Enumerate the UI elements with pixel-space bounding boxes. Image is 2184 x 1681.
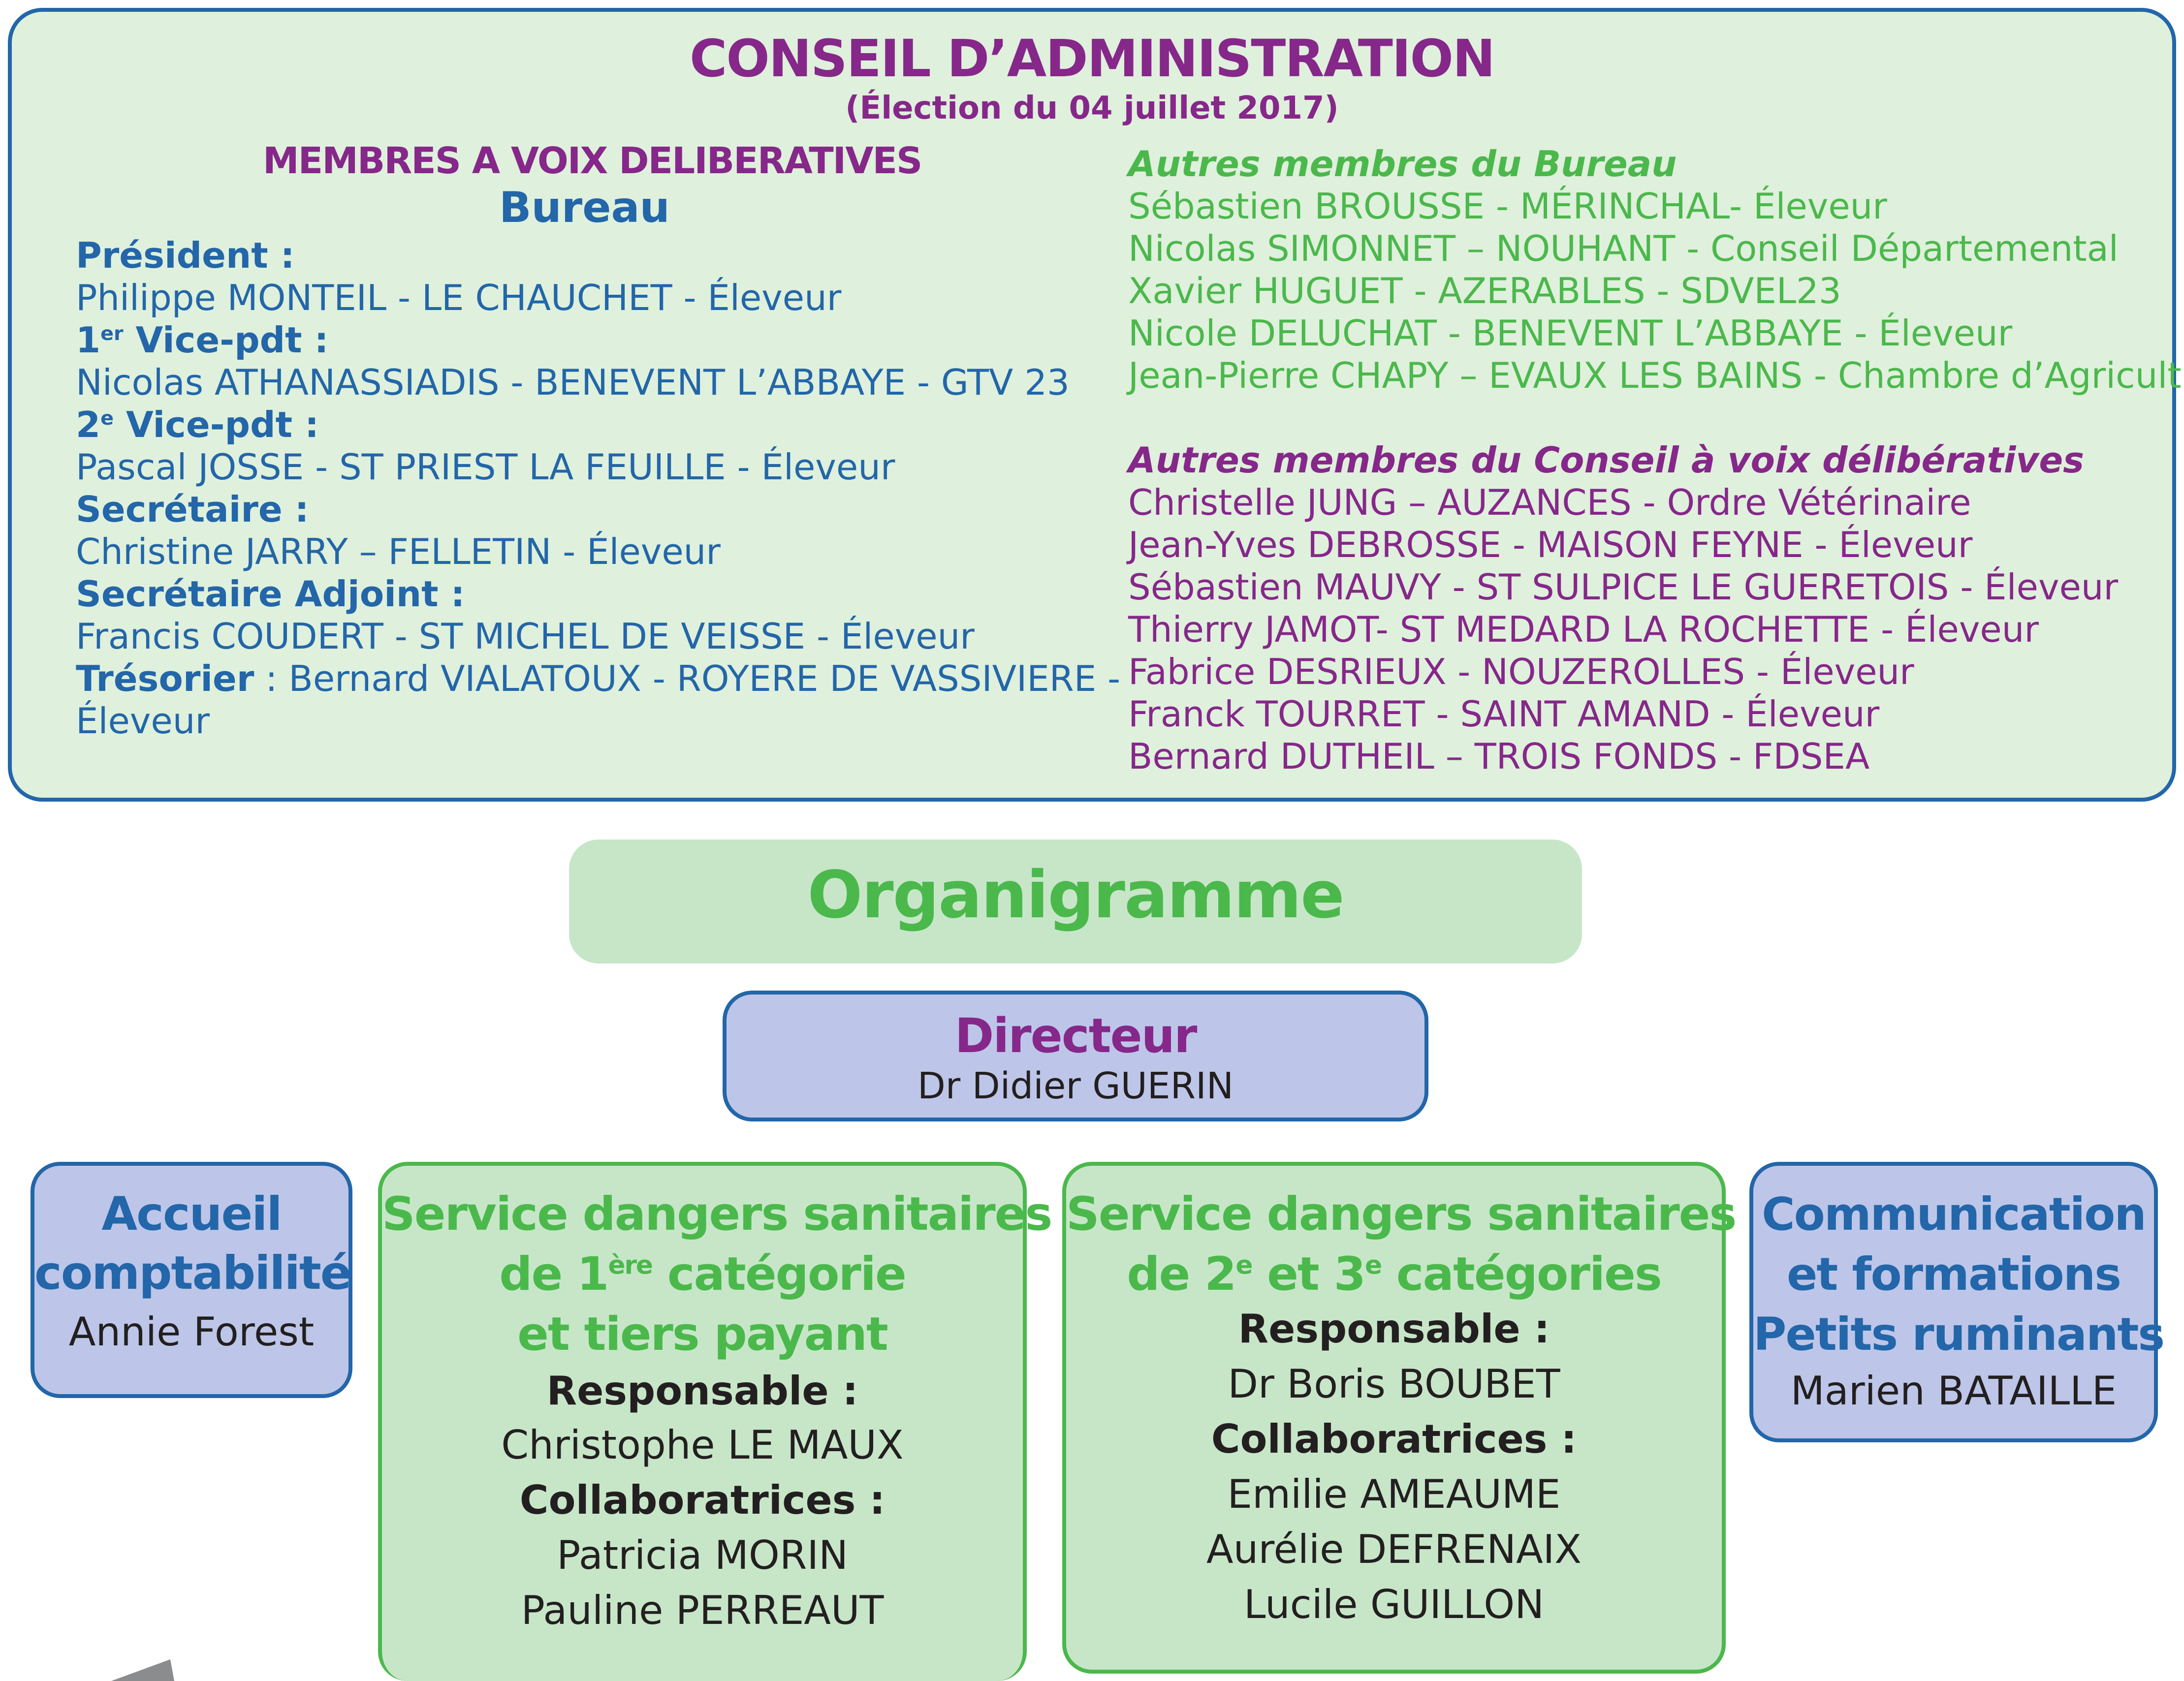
autres-conseil-member: Thierry JAMOT- ST MEDARD LA ROCHETTE - É… (1128, 609, 2039, 650)
service-2-title-2: de 2e et 3e catégories (1127, 1247, 1662, 1301)
organigramme-title: Organigramme (807, 857, 1344, 933)
secretaire-adjoint-label: Secrétaire Adjoint : (76, 573, 465, 615)
service-1-collaborator: Pauline PERREAUT (521, 1588, 884, 1633)
communication-title-3: Petits ruminants (1753, 1308, 2165, 1361)
service-1-box: Service dangers sanitaires de 1ère catég… (378, 1162, 1052, 1681)
conseil-panel: CONSEIL D’ADMINISTRATION (Élection du 04… (8, 8, 2184, 802)
communication-box: Communication et formations Petits rumin… (1749, 1162, 2165, 1442)
service-1-resp-name: Christophe LE MAUX (501, 1422, 904, 1468)
president-name: Philippe MONTEIL - LE CHAUCHET - Éleveur (76, 277, 842, 318)
service-1-collaborator: Patricia MORIN (557, 1532, 848, 1578)
accueil-name: Annie Forest (68, 1309, 315, 1355)
secretaire-label: Secrétaire : (76, 489, 309, 530)
service-2-collaborator: Emilie AMEAUME (1227, 1471, 1561, 1517)
president-label: Président : (76, 235, 295, 276)
conseil-title: CONSEIL D’ADMINISTRATION (690, 29, 1495, 89)
autres-conseil-member: Jean-Yves DEBROSSE - MAISON FEYNE - Élev… (1128, 524, 1973, 565)
secretaire-name: Christine JARRY – FELLETIN - Éleveur (76, 531, 721, 572)
directeur-title: Directeur (954, 1008, 1198, 1063)
service-2-collaborator: Lucile GUILLON (1243, 1582, 1545, 1627)
service-2-collab-label: Collaboratrices : (1211, 1416, 1577, 1462)
accueil-title-1: Accueil (101, 1187, 282, 1241)
organigramme-banner: Organigramme (569, 840, 1582, 964)
directeur-name: Dr Didier GUERIN (917, 1065, 1234, 1107)
autres-conseil-member: Franck TOURRET - SAINT AMAND - Éleveur (1128, 693, 1880, 735)
accueil-title-2: comptabilité (34, 1246, 352, 1300)
service-2-resp-name: Dr Boris BOUBET (1228, 1361, 1560, 1407)
directeur-box: Directeur Dr Didier GUERIN (723, 991, 1428, 1121)
conseil-subtitle: (Élection du 04 juillet 2017) (845, 90, 1339, 126)
secretaire-adjoint-name: Francis COUDERT - ST MICHEL DE VEISSE - … (76, 616, 975, 657)
autres-bureau-member: Jean-Pierre CHAPY – EVAUX LES BAINS - Ch… (1128, 355, 2184, 396)
service-2-resp-label: Responsable : (1238, 1306, 1550, 1352)
autres-bureau-heading: Autres membres du Bureau (1128, 143, 1677, 185)
service-2-collaborator: Aurélie DEFRENAIX (1206, 1526, 1582, 1572)
service-1-title-1: Service dangers sanitaires (382, 1187, 1052, 1241)
autres-conseil-member: Christelle JUNG – AUZANCES - Ordre Vétér… (1128, 482, 1971, 523)
service-1-collab-label: Collaboratrices : (519, 1477, 886, 1523)
bureau-heading: Bureau (499, 183, 670, 232)
service-2-box: Service dangers sanitaires de 2e et 3e c… (1062, 1162, 1737, 1674)
communication-title-1: Communication (1762, 1188, 2147, 1241)
autres-conseil-heading: Autres membres du Conseil à voix délibér… (1128, 439, 2085, 481)
service-2-title-1: Service dangers sanitaires (1066, 1187, 1737, 1241)
autres-conseil-member: Bernard DUTHEIL – TROIS FONDS - FDSEA (1128, 736, 1870, 777)
service-1-title-2: de 1ère catégorie (499, 1247, 907, 1301)
communication-name: Marien BATAILLE (1790, 1368, 2117, 1414)
service-1-title-3: et tiers payant (517, 1307, 888, 1361)
vp2-label: 2e Vice-pdt : (76, 404, 319, 445)
tresorier-cont: Éleveur (76, 700, 210, 742)
autres-conseil-member: Sébastien MAUVY - ST SULPICE LE GUERETOI… (1128, 566, 2119, 608)
vp1-label: 1er Vice-pdt : (76, 319, 329, 361)
autres-bureau-member: Nicolas SIMONNET – NOUHANT - Conseil Dép… (1128, 228, 2119, 269)
arrow-fragment-icon (111, 1659, 174, 1681)
autres-bureau-member: Sébastien BROUSSE - MÉRINCHAL- Éleveur (1128, 186, 1887, 227)
accueil-box: Accueil comptabilité Annie Forest (31, 1162, 352, 1398)
vp1-name: Nicolas ATHANASSIADIS - BENEVENT L’ABBAY… (76, 362, 1070, 403)
communication-title-2: et formations (1787, 1248, 2121, 1301)
tresorier-line: Trésorier : Bernard VIALATOUX - ROYERE D… (76, 658, 1121, 699)
membres-heading: MEMBRES A VOIX DELIBERATIVES (263, 140, 922, 182)
autres-bureau-member: Nicole DELUCHAT - BENEVENT L’ABBAYE - Él… (1128, 312, 2013, 354)
autres-bureau-member: Xavier HUGUET - AZERABLES - SDVEL23 (1128, 270, 1841, 311)
vp2-name: Pascal JOSSE - ST PRIEST LA FEUILLE - Él… (76, 446, 895, 488)
autres-conseil-member: Fabrice DESRIEUX - NOUZEROLLES - Éleveur (1128, 651, 1914, 692)
service-1-resp-label: Responsable : (546, 1368, 858, 1414)
